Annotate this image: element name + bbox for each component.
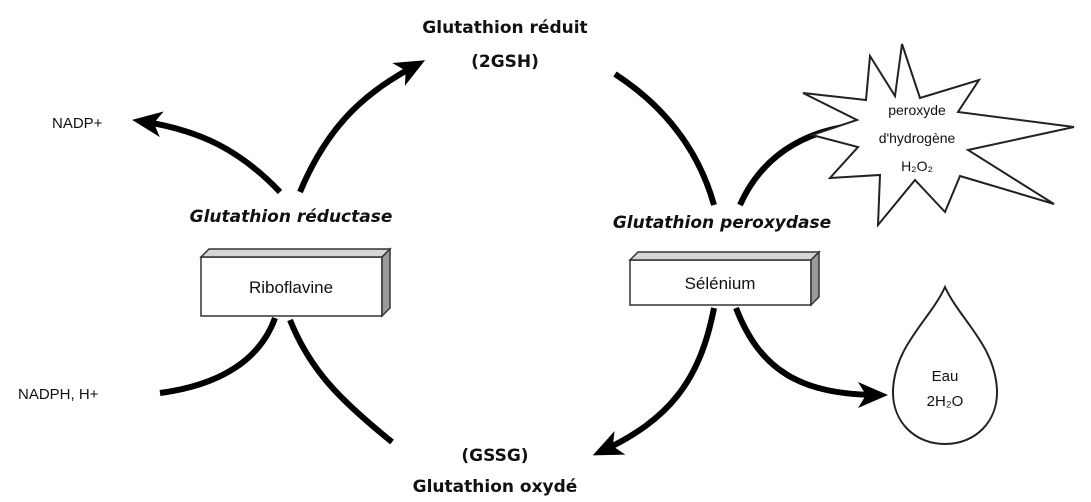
gsh-formula-label: (2GSH) [471, 52, 539, 72]
reductase-enzyme-label: Glutathion réductase [190, 207, 393, 227]
arc-nadph-in [159, 316, 278, 396]
arc-gsh-to-peroxydase [613, 71, 717, 206]
peroxide-line1: peroxyde [888, 102, 946, 118]
selenium-label: Sélénium [685, 274, 756, 293]
peroxide-line3: H₂O₂ [901, 158, 933, 174]
peroxide-line2: d'hydrogène [879, 130, 956, 146]
selenium-box: Sélénium [628, 250, 821, 307]
arc-peroxydase-to-gssg [592, 307, 717, 456]
gssg-formula-label: (GSSG) [461, 446, 528, 466]
water-drop: Eau 2H₂O [891, 284, 999, 446]
nadph-label: NADPH, H+ [18, 386, 99, 403]
riboflavine-box: Riboflavine [199, 247, 392, 318]
peroxide-starburst: peroxyde d'hydrogène H₂O₂ [802, 43, 1075, 228]
gssg-name-label: Glutathion oxydé [413, 477, 578, 497]
gsh-name-label: Glutathion réduit [422, 18, 587, 38]
arc-reductase-to-nadp [132, 111, 283, 195]
water-line2: 2H₂O [927, 393, 964, 410]
riboflavine-label: Riboflavine [249, 278, 333, 297]
nadp-plus-label: NADP+ [52, 115, 103, 132]
arc-peroxydase-to-water [733, 306, 888, 408]
arc-reductase-to-gsh [297, 60, 426, 194]
arc-gssg-to-reductase [287, 318, 394, 445]
water-line1: Eau [932, 368, 959, 385]
peroxydase-enzyme-label: Glutathion peroxydase [613, 213, 831, 233]
